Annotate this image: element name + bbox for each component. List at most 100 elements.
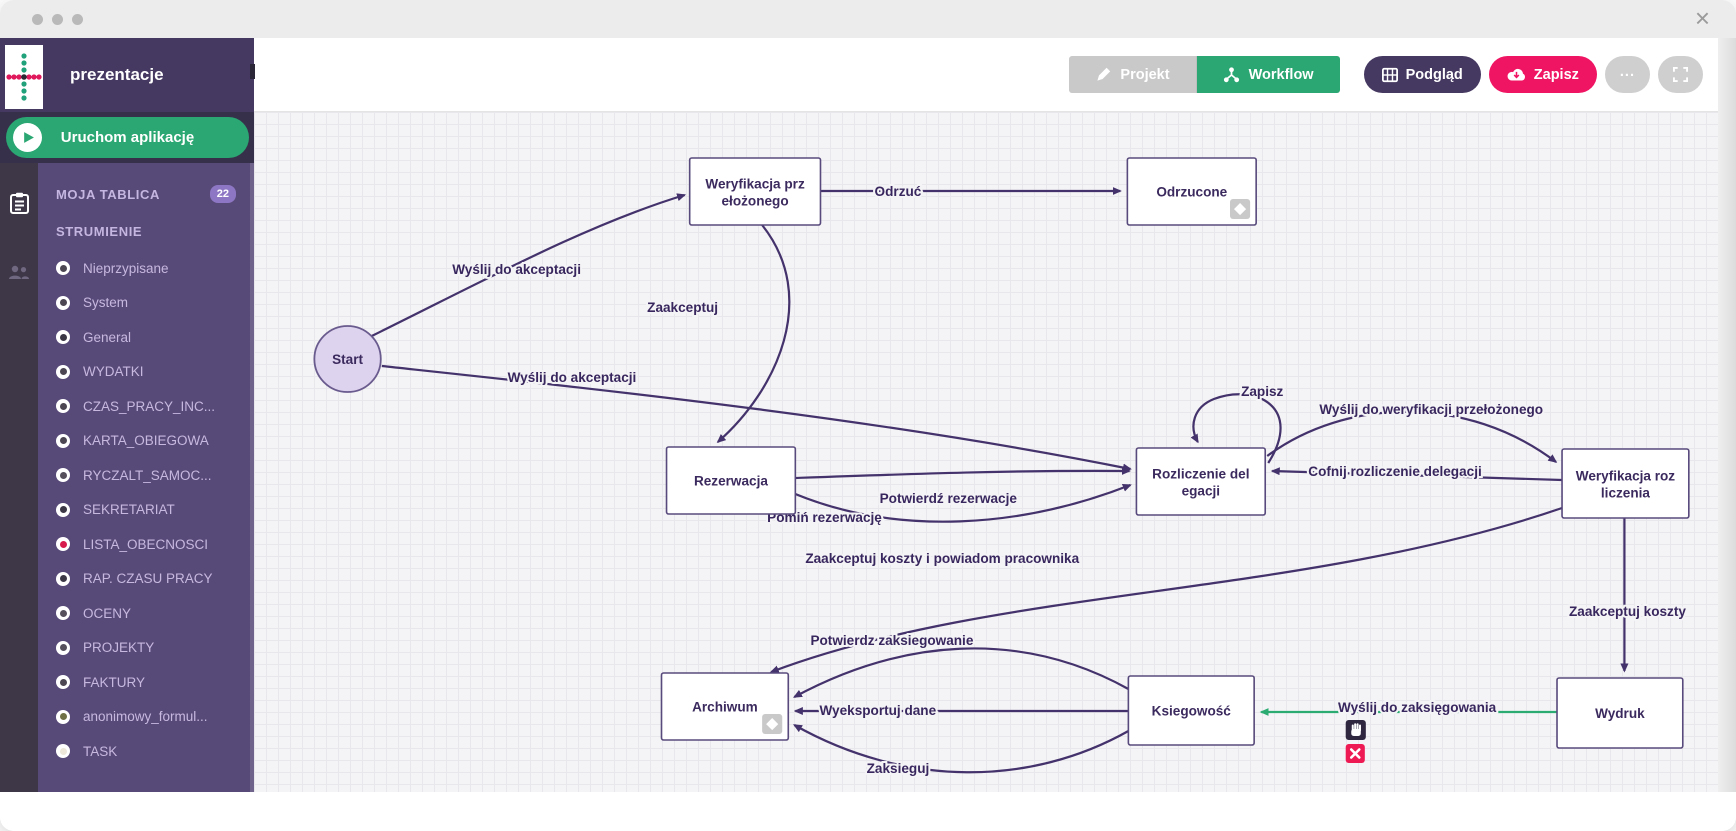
sidebar-stream-item[interactable]: OCENY: [56, 596, 250, 631]
sidebar-drag-handle[interactable]: [250, 64, 255, 79]
workflow-node-wydruk[interactable]: Wydruk: [1556, 677, 1684, 749]
view-switcher: Projekt Workflow: [1069, 56, 1340, 93]
tasks-clipboard-icon[interactable]: [0, 183, 38, 223]
sidebar-stream-item[interactable]: anonimowy_formul...: [56, 700, 250, 735]
podglad-label: Podgląd: [1405, 66, 1463, 83]
sidebar-stream-item[interactable]: RYCZALT_SAMOC...: [56, 458, 250, 493]
stream-label: System: [83, 295, 129, 311]
workflow-node-rezerwacja[interactable]: Rezerwacja: [665, 446, 797, 515]
sidebar-stream-item[interactable]: General: [56, 320, 250, 355]
node-shape: [660, 672, 790, 741]
sidebar-stream-item[interactable]: CZAS_PRACY_INC...: [56, 389, 250, 424]
edge-label-zaakceptuj-koszty-powiadom[interactable]: Zaakceptuj koszty i powiadom pracownika: [803, 549, 1081, 568]
stream-status-icon: [56, 709, 70, 724]
edge-zaakceptuj-koszty-powiadom[interactable]: [769, 506, 1563, 674]
workflow-node-archiwum[interactable]: Archiwum: [660, 672, 790, 741]
podglad-button[interactable]: Podgląd: [1363, 56, 1481, 93]
stream-status-icon: [56, 606, 70, 621]
edge-zaksieguj[interactable]: [793, 724, 1129, 774]
zapisz-button[interactable]: Zapisz: [1488, 56, 1597, 93]
window-dot-icon[interactable]: [32, 13, 43, 25]
edge-start-to-weryfikacja[interactable]: [371, 193, 687, 337]
edge-potwierdz-zaksiegowanie[interactable]: [792, 647, 1129, 698]
edge-label-wyslij-do-zaksiegowania[interactable]: Wyślij do zaksięgowania: [1336, 698, 1499, 717]
window-controls[interactable]: [32, 13, 83, 25]
window-dot-icon[interactable]: [72, 13, 83, 25]
count-badge: 22: [209, 185, 236, 203]
pen-icon: [1097, 67, 1111, 81]
edge-label-zaakceptuj-koszty[interactable]: Zaakceptuj koszty: [1567, 602, 1688, 621]
node-shape: [665, 446, 797, 515]
sidebar-stream-item[interactable]: RAP. CZASU PRACY: [56, 562, 250, 597]
sidebar-item-moja-tablica[interactable]: MOJA TABLICA 22: [56, 177, 250, 211]
edge-move-handle[interactable]: [1345, 720, 1366, 740]
x-icon: [1349, 748, 1361, 759]
close-icon[interactable]: ×: [1694, 3, 1710, 33]
edge-label-zapisz-loop[interactable]: Zapisz: [1239, 382, 1285, 401]
stream-status-icon: [56, 261, 70, 276]
node-label: Start: [332, 352, 363, 367]
node-label: Wydruk: [1595, 706, 1645, 721]
node-shape: [1127, 675, 1255, 746]
stream-label: LISTA_OBECNOSCI: [83, 536, 209, 552]
node-shape: [688, 157, 822, 226]
sidebar-stream-item[interactable]: PROJEKTY: [56, 631, 250, 666]
node-shape: [1561, 448, 1690, 519]
more-button[interactable]: ...: [1604, 56, 1650, 93]
workflow-node-odrzucone[interactable]: Odrzucone: [1126, 157, 1257, 226]
stream-status-icon: [56, 295, 70, 310]
edge-label-odrzuc[interactable]: Odrzuć: [873, 182, 924, 201]
edge-label-start-to-weryfikacja[interactable]: Wyślij do akceptacji: [450, 260, 583, 279]
edge-cofnij-rozliczenie[interactable]: [1270, 467, 1563, 482]
edge-label-start-to-rozliczenie[interactable]: Wyślij do akceptacji: [506, 368, 639, 387]
sidebar-list: MOJA TABLICA 22 STRUMIENIE Nieprzypisane…: [38, 163, 254, 792]
stream-status-icon: [56, 744, 70, 759]
window-dot-icon[interactable]: [52, 13, 63, 25]
edge-delete-button[interactable]: [1345, 744, 1365, 763]
edge-label-cofnij-rozliczenie[interactable]: Cofnij rozliczenie delegacji: [1306, 462, 1483, 481]
edge-zaakceptuj[interactable]: [716, 224, 791, 443]
cloud-save-icon: [1507, 68, 1525, 81]
edge-zapisz-loop[interactable]: [1190, 393, 1282, 464]
tab-projekt-label: Projekt: [1120, 66, 1170, 83]
sidebar-stream-item[interactable]: LISTA_OBECNOSCI: [56, 527, 250, 562]
edge-label-wyeksportuj-dane[interactable]: Wyeksportuj dane: [817, 701, 938, 720]
sidebar-stream-item[interactable]: SEKRETARIAT: [56, 493, 250, 528]
edge-label-zaakceptuj[interactable]: Zaakceptuj: [645, 298, 720, 317]
workflow-node-start[interactable]: Start: [313, 325, 382, 393]
ellipsis-icon: ...: [1619, 63, 1635, 80]
edge-label-potwierdz-rezerwacje[interactable]: Potwierdź rezerwacje: [878, 489, 1020, 508]
sidebar-stream-item[interactable]: FAKTURY: [56, 665, 250, 700]
tab-workflow[interactable]: Workflow: [1196, 56, 1340, 93]
edge-start-to-rozliczenie[interactable]: [381, 364, 1132, 472]
edge-label-potwierdz-zaksiegowanie[interactable]: Potwierdz zaksiegowanie: [808, 631, 975, 650]
sidebar: prezentacje Uruchom aplikację: [0, 38, 255, 792]
edge-wyslij-do-weryfikacji[interactable]: [1266, 410, 1558, 463]
sidebar-stream-item[interactable]: System: [56, 286, 250, 321]
sidebar-stream-item[interactable]: Nieprzypisane: [56, 251, 250, 286]
sidebar-stream-item[interactable]: WYDATKI: [56, 355, 250, 390]
sidebar-stream-item[interactable]: KARTA_OBIEGOWA: [56, 424, 250, 459]
edge-label-zaksieguj[interactable]: Zaksieguj: [865, 759, 932, 778]
workflow-node-ksiegowosc[interactable]: Ksiegowość: [1127, 675, 1255, 746]
edge-pomin-rezerwacje[interactable]: [794, 483, 1132, 523]
people-icon[interactable]: [0, 253, 38, 293]
tab-projekt[interactable]: Projekt: [1069, 56, 1197, 93]
app-logo[interactable]: [5, 45, 43, 109]
sidebar-stream-item[interactable]: TASK: [56, 734, 250, 769]
fullscreen-button[interactable]: [1658, 56, 1703, 93]
edge-label-wyslij-do-weryfikacji[interactable]: Wyślij do weryfikacji przełożonego: [1317, 400, 1545, 419]
stream-label: TASK: [83, 743, 118, 759]
run-app-button[interactable]: Uruchom aplikację: [6, 117, 249, 158]
stream-status-icon: [56, 330, 70, 345]
edge-potwierdz-rezerwacje[interactable]: [795, 466, 1131, 480]
stream-label: Nieprzypisane: [83, 260, 169, 276]
stream-status-icon: [56, 675, 70, 690]
